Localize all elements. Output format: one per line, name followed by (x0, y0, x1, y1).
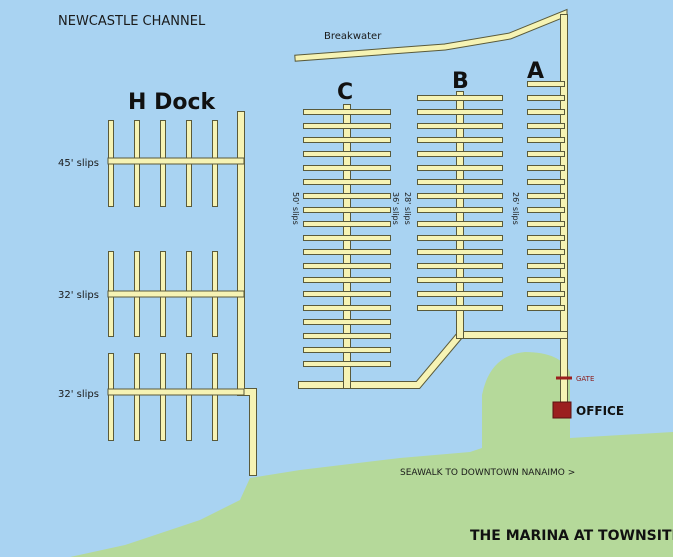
marina-title: THE MARINA AT TOWNSITE (470, 528, 673, 544)
office-label: OFFICE (576, 404, 624, 418)
a-slips-label: 26' slips (511, 192, 520, 225)
c-right-slips-label: 36' slips (391, 192, 400, 225)
seawalk-label: SEAWALK TO DOWNTOWN NANAIMO > (400, 468, 575, 478)
docks (107, 8, 568, 476)
dock-a-letter: A (527, 59, 544, 84)
gate-label: GATE (576, 375, 594, 383)
h-slip-label-middle: 32' slips (58, 290, 99, 301)
c-left-slips-label: 50' slips (291, 192, 300, 225)
channel-label: NEWCASTLE CHANNEL (58, 14, 206, 29)
dock-c-letter: C (337, 80, 353, 105)
b-left-slips-label: 28' slips (403, 192, 412, 225)
shoreline-land (70, 352, 673, 557)
h-dock-title: H Dock (128, 90, 216, 115)
h-slip-label-top: 45' slips (58, 158, 99, 169)
breakwater-label: Breakwater (324, 31, 382, 42)
dock-b-letter: B (452, 69, 469, 94)
main-connector (299, 332, 567, 388)
h-dock-spine (238, 112, 256, 475)
h-slip-label-bottom: 32' slips (58, 389, 99, 400)
office-building (552, 401, 572, 419)
